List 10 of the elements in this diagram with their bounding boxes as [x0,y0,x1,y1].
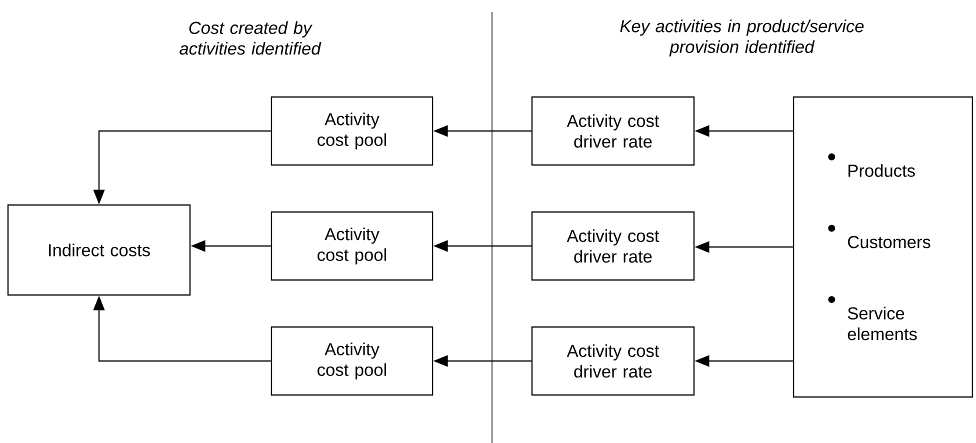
process-box: Activity cost driver rate [531,326,695,396]
process-box: Activity cost driver rate [531,96,695,166]
process-box: Activity cost driver rate [531,211,695,281]
section-heading: Cost created by activities identified [180,21,322,55]
process-box: Activity cost pool [270,96,434,166]
process-box: Activity cost pool [270,326,434,396]
process-box: Indirect costs [7,204,191,296]
process-box: Activity cost pool [270,211,434,281]
section-heading: Key activities in product/service provision identified [620,20,864,56]
list-box: Products Customers Service elements [792,96,974,398]
